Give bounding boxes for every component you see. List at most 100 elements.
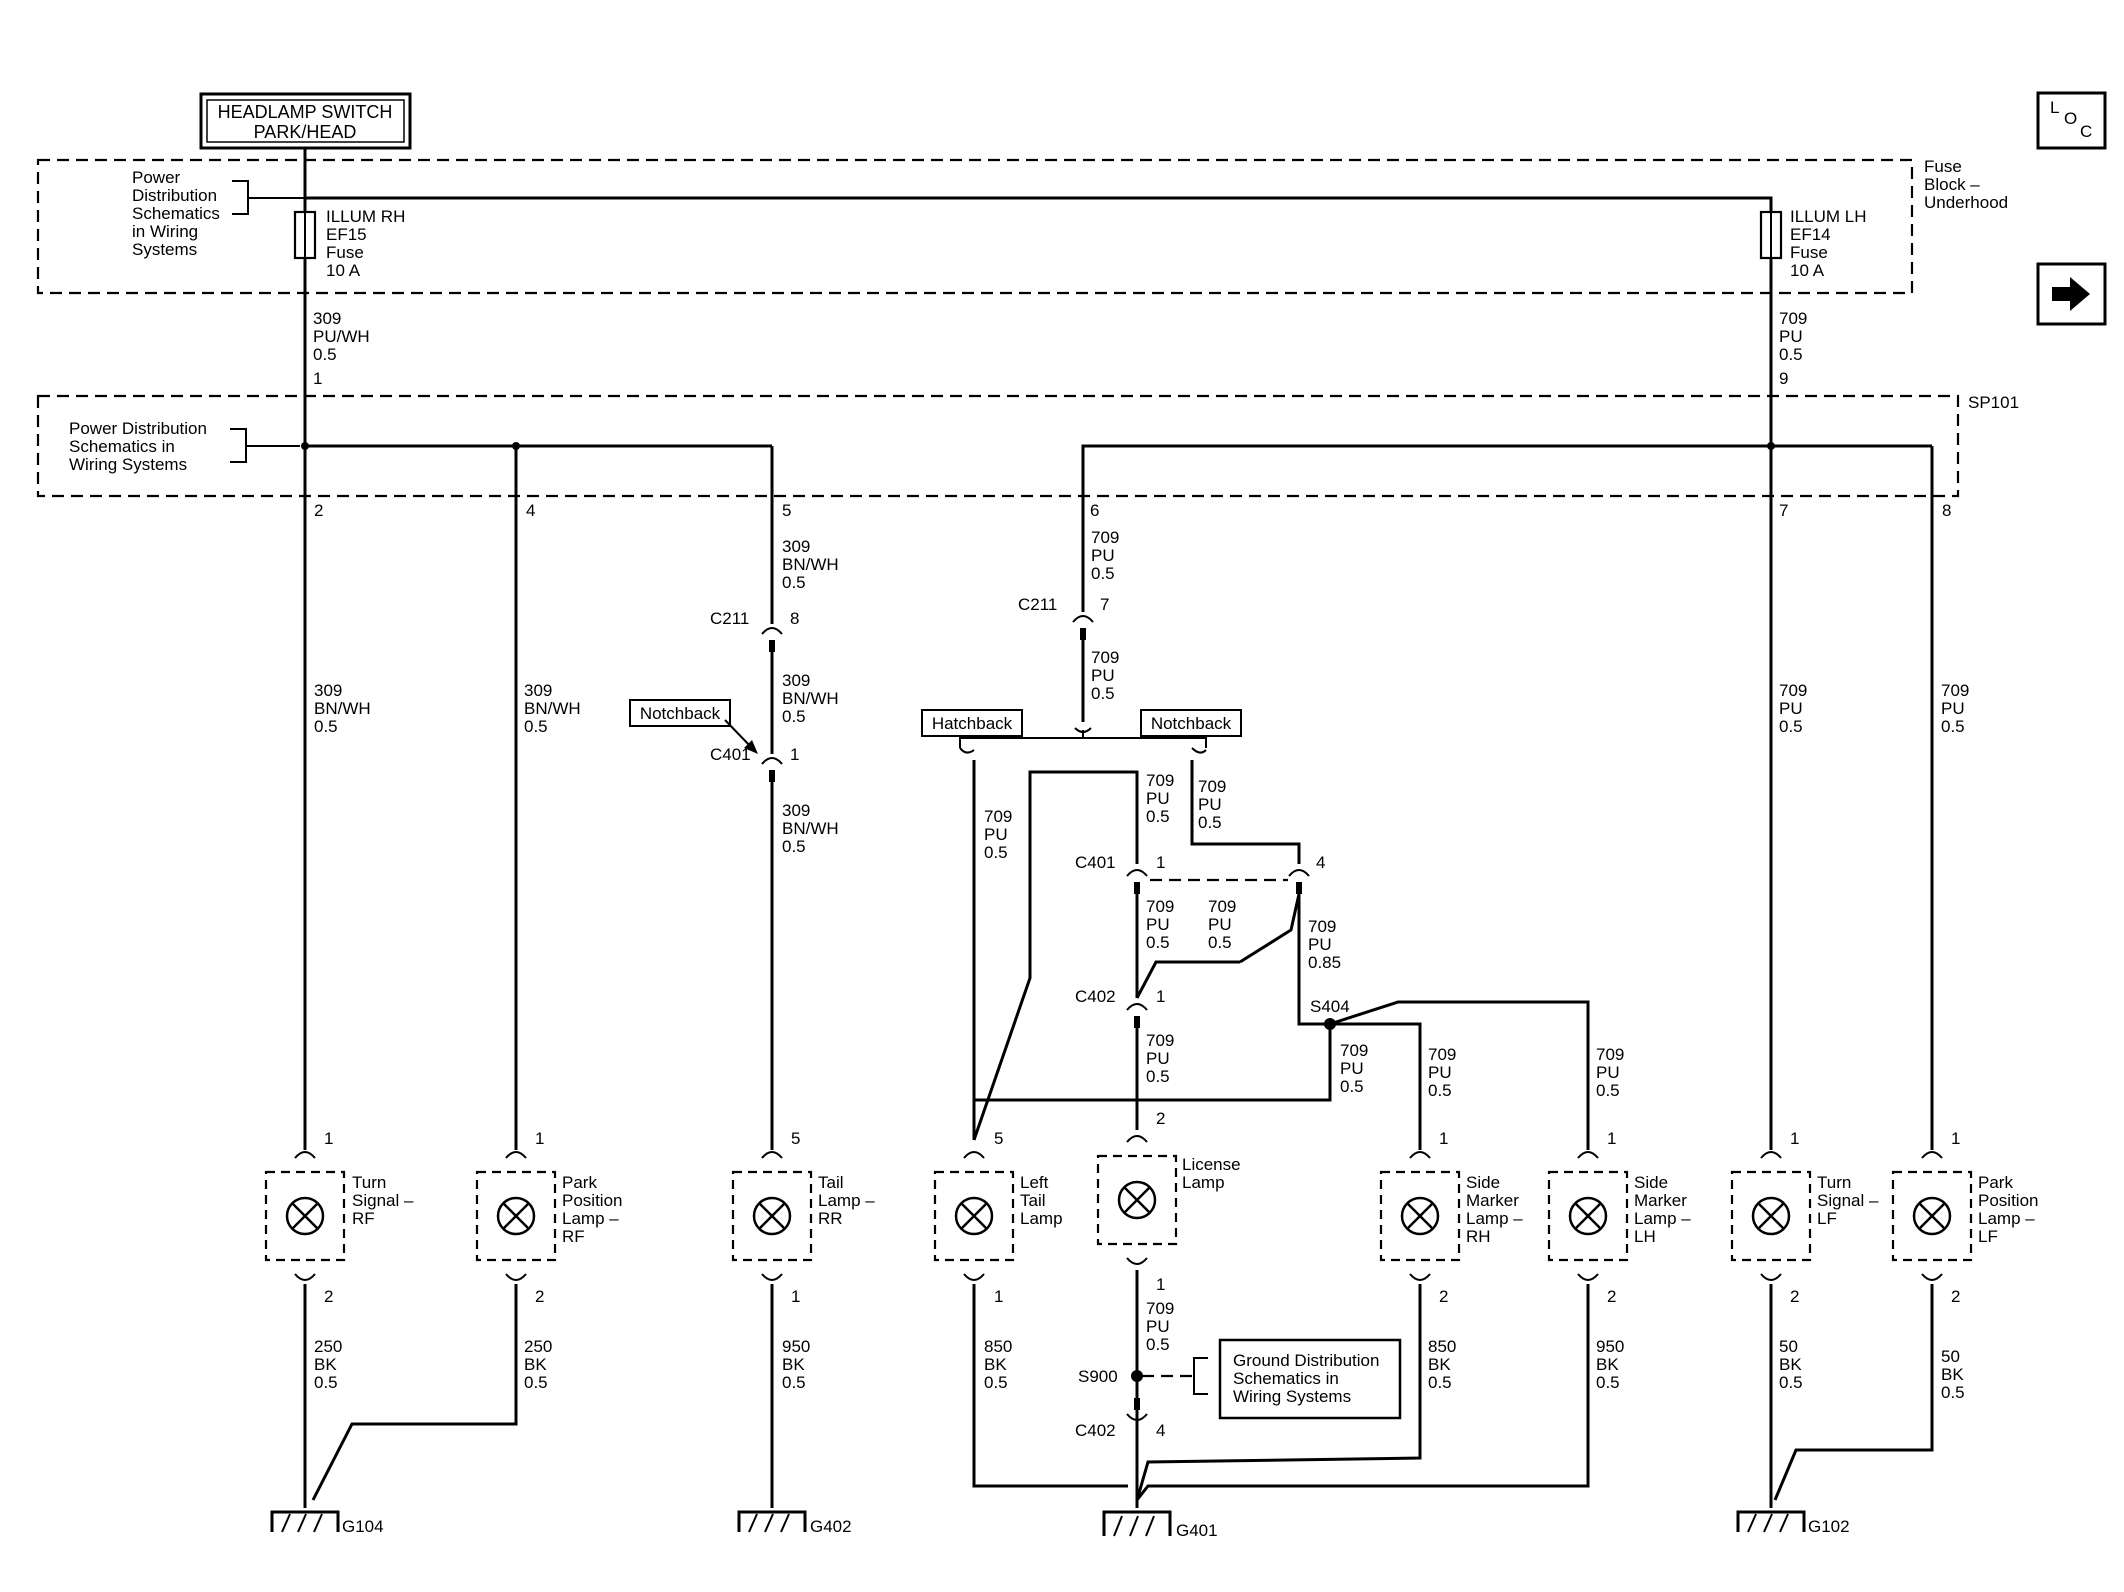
- pin-label: 5: [994, 1129, 1003, 1148]
- wire-line2: BK: [524, 1355, 547, 1374]
- wire-line3: 0.5: [984, 843, 1008, 862]
- wire-line2: BN/WH: [782, 819, 839, 838]
- wire-line1: 709: [1428, 1045, 1456, 1064]
- wire-line1: 709: [1941, 681, 1969, 700]
- wire-line1: 950: [1596, 1337, 1624, 1356]
- ref-ground-line3: Wiring Systems: [1233, 1387, 1351, 1406]
- wire-line2: PU: [1340, 1059, 1364, 1078]
- connector-label: C211: [1018, 595, 1057, 614]
- lamp-label-line: RF: [352, 1209, 375, 1228]
- wire-label-709-license: 709 PU 0.5: [1146, 1299, 1174, 1354]
- ref-top-line2: Distribution: [132, 186, 217, 205]
- connector-c401-tail: C401 1: [710, 745, 799, 782]
- hatchback-option: Hatchback: [921, 709, 1023, 737]
- wire-label-709-085: 709 PU 0.85: [1308, 917, 1341, 972]
- lamp-label-line: LF: [1978, 1227, 1998, 1246]
- wire-line3: 0.5: [1340, 1077, 1364, 1096]
- lamp-turn-signal-lf: Turn Signal – LF 1 2: [1730, 1129, 1879, 1306]
- fuse-rh-line3: Fuse: [326, 243, 364, 262]
- wire-label-709-c402: 709 PU 0.5: [1146, 1031, 1174, 1086]
- pin-label: 2: [535, 1287, 544, 1306]
- wire-label-709-park-lf: 709 PU 0.5: [1941, 681, 1969, 736]
- pin-label: 4: [1156, 1421, 1165, 1440]
- connector-c402-upper: C402 1: [1075, 987, 1165, 1028]
- wire-label-850-a: 850 BK 0.5: [984, 1337, 1012, 1392]
- lamp-label-line: Position: [1978, 1191, 2038, 1210]
- ref-top-line1: Power: [132, 168, 181, 187]
- connector-label: C401: [710, 745, 751, 764]
- wire-line2: BK: [1596, 1355, 1619, 1374]
- fuse-block-line2: Block –: [1924, 175, 1980, 194]
- pin-label: 1: [1156, 1275, 1165, 1294]
- ref-top-line4: in Wiring: [132, 222, 198, 241]
- lamp-label-line: Side: [1634, 1173, 1668, 1192]
- wire-line3: 0.5: [1941, 1383, 1965, 1402]
- wire-line1: 709: [1198, 777, 1226, 796]
- fuse-lh-label: ILLUM LH EF14 Fuse 10 A: [1790, 207, 1867, 280]
- wire-line3: 0.5: [1091, 564, 1115, 583]
- pin-label: 2: [1607, 1287, 1616, 1306]
- pin-label: 1: [324, 1129, 333, 1148]
- wire-line2: BN/WH: [524, 699, 581, 718]
- wire-line1: 709: [1146, 1299, 1174, 1318]
- pin-label: 5: [791, 1129, 800, 1148]
- wire-label-309-bn-wh-3: 309 BN/WH 0.5: [782, 537, 839, 592]
- wire-line1: 709: [1146, 897, 1174, 916]
- lamp-label-line: RR: [818, 1209, 843, 1228]
- wire-709-line1: 709: [1779, 309, 1807, 328]
- notchback-label: Notchback: [640, 704, 721, 723]
- connector-label: C401: [1075, 853, 1116, 872]
- wire-label-709-center-c: 709 PU 0.5: [1146, 771, 1174, 826]
- wire-line3: 0.5: [782, 837, 806, 856]
- wire-line1: 309: [524, 681, 552, 700]
- lamp-label-line: Lamp: [1020, 1209, 1063, 1228]
- wire-line2: BK: [1428, 1355, 1451, 1374]
- pin-label: 7: [1779, 501, 1788, 520]
- wire-line2: BK: [984, 1355, 1007, 1374]
- lamp-label-line: Marker: [1634, 1191, 1687, 1210]
- ground-wire-g104: [303, 1284, 518, 1508]
- wire-line2: PU: [1596, 1063, 1620, 1082]
- lamp-label-line: Park: [1978, 1173, 2013, 1192]
- wire-c401-pin4-down: [1239, 893, 1330, 1026]
- lamp-label-line: Side: [1466, 1173, 1500, 1192]
- next-page-button[interactable]: [2036, 262, 2107, 326]
- lamp-side-marker-rh: Side Marker Lamp – RH 1 2: [1379, 1129, 1523, 1306]
- connector-label: C211: [710, 609, 749, 628]
- wire-line3: 0.5: [1428, 1373, 1452, 1392]
- wire-line1: 709: [1779, 681, 1807, 700]
- notchback-callout-left: Notchback: [629, 699, 758, 754]
- wire-line1: 709: [1208, 897, 1236, 916]
- lamp-side-marker-lh: Side Marker Lamp – LH 1 2: [1547, 1129, 1691, 1306]
- loc-button[interactable]: L O C: [2036, 91, 2107, 150]
- wire-line3: 0.5: [782, 1373, 806, 1392]
- pin-label: 1: [791, 1287, 800, 1306]
- connector-c401-center: C401 1 4: [1075, 853, 1325, 894]
- wire-label-709-center-a: 709 PU 0.5: [1091, 528, 1119, 583]
- wire-label-250-b: 250 BK 0.5: [524, 1337, 552, 1392]
- option-brace: [959, 730, 1207, 748]
- lamp-label-line: RH: [1466, 1227, 1491, 1246]
- wire-line2: PU: [1941, 699, 1965, 718]
- pin-label: 2: [324, 1287, 333, 1306]
- wire-line2: PU: [1146, 915, 1170, 934]
- connector-c211-center: C211 7: [1018, 595, 1109, 640]
- wire-line1: 709: [1146, 1031, 1174, 1050]
- pin-label: 1: [313, 369, 322, 388]
- lamp-label-line: Signal –: [1817, 1191, 1879, 1210]
- pin-label: 1: [1951, 1129, 1960, 1148]
- connector-label: C402: [1075, 987, 1116, 1006]
- lamp-license: License Lamp 2 1: [1096, 1109, 1241, 1294]
- wire-label-709-s404: 709 PU 0.5: [1340, 1041, 1368, 1096]
- ground-label: G402: [810, 1517, 852, 1536]
- fuse-rh-line4: 10 A: [326, 261, 361, 280]
- ref-top-line3: Schematics: [132, 204, 220, 223]
- ground-distribution-ref: Ground Distribution Schematics in Wiring…: [1218, 1338, 1402, 1420]
- loc-letter-l: L: [2050, 98, 2059, 117]
- wire-line1: 250: [314, 1337, 342, 1356]
- lamp-label-line: Lamp –: [1466, 1209, 1523, 1228]
- wire-line3: 0.5: [1596, 1081, 1620, 1100]
- wire-label-309-pu-wh: 309 PU/WH 0.5 1: [313, 309, 370, 388]
- connector-label: C402: [1075, 1421, 1116, 1440]
- wire-s404-bus: [974, 1000, 1590, 1150]
